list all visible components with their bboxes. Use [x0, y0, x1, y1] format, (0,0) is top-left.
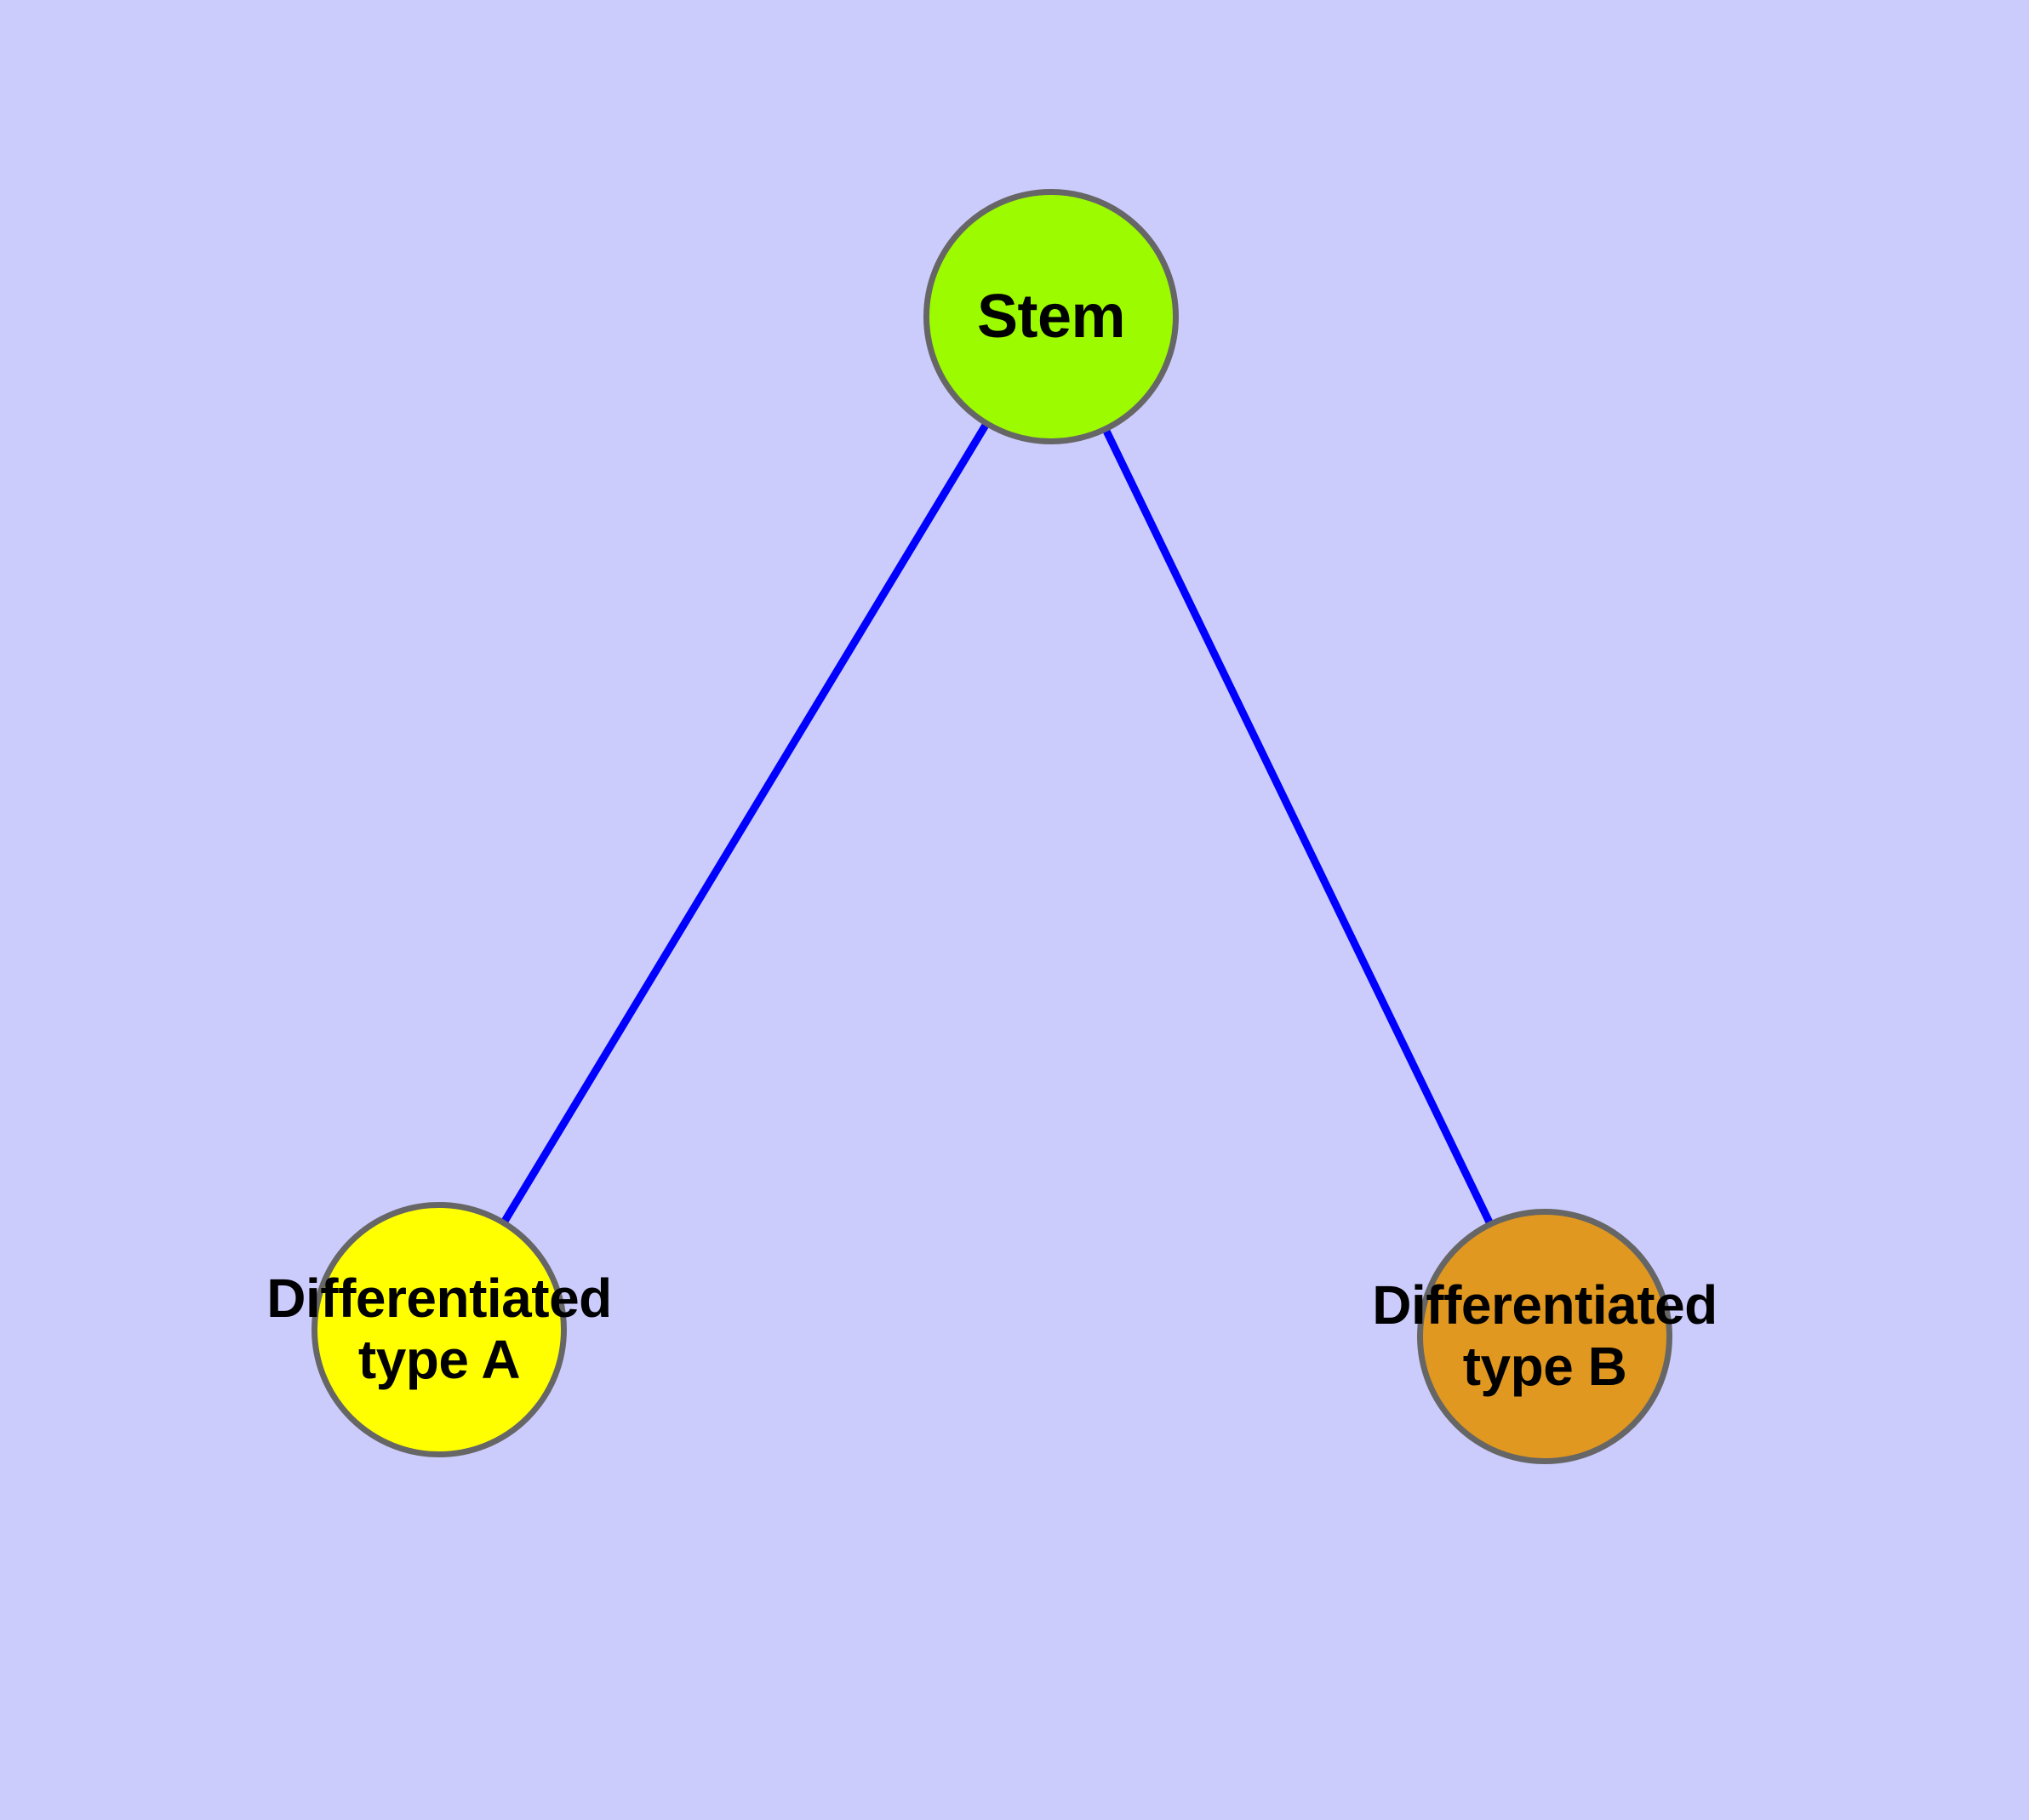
node-differentiated-type-a-label-line-1: Differentiated	[266, 1268, 612, 1330]
node-differentiated-type-b-label-line-1: Differentiated	[1372, 1274, 1718, 1336]
node-stem[interactable]: Stem	[923, 189, 1179, 444]
edge-stem-to-differentiated-type-a	[500, 422, 990, 1224]
node-differentiated-type-b[interactable]: Differentiated type B	[1372, 1209, 1718, 1464]
node-stem-label-line-1: Stem	[976, 282, 1126, 351]
node-differentiated-type-a-circle	[311, 1202, 567, 1457]
node-stem-circle	[923, 189, 1179, 444]
node-differentiated-type-a-label: Differentiated type A	[266, 1268, 612, 1390]
node-stem-label: Stem	[976, 282, 1126, 352]
node-differentiated-type-a[interactable]: Differentiated type A	[266, 1202, 612, 1457]
node-differentiated-type-b-label: Differentiated type B	[1372, 1274, 1718, 1397]
edge-stem-to-differentiated-type-b	[1102, 428, 1494, 1225]
node-differentiated-type-b-label-line-2: type B	[1462, 1336, 1627, 1397]
node-differentiated-type-a-label-line-2: type A	[357, 1329, 521, 1390]
node-differentiated-type-b-circle	[1417, 1209, 1672, 1464]
